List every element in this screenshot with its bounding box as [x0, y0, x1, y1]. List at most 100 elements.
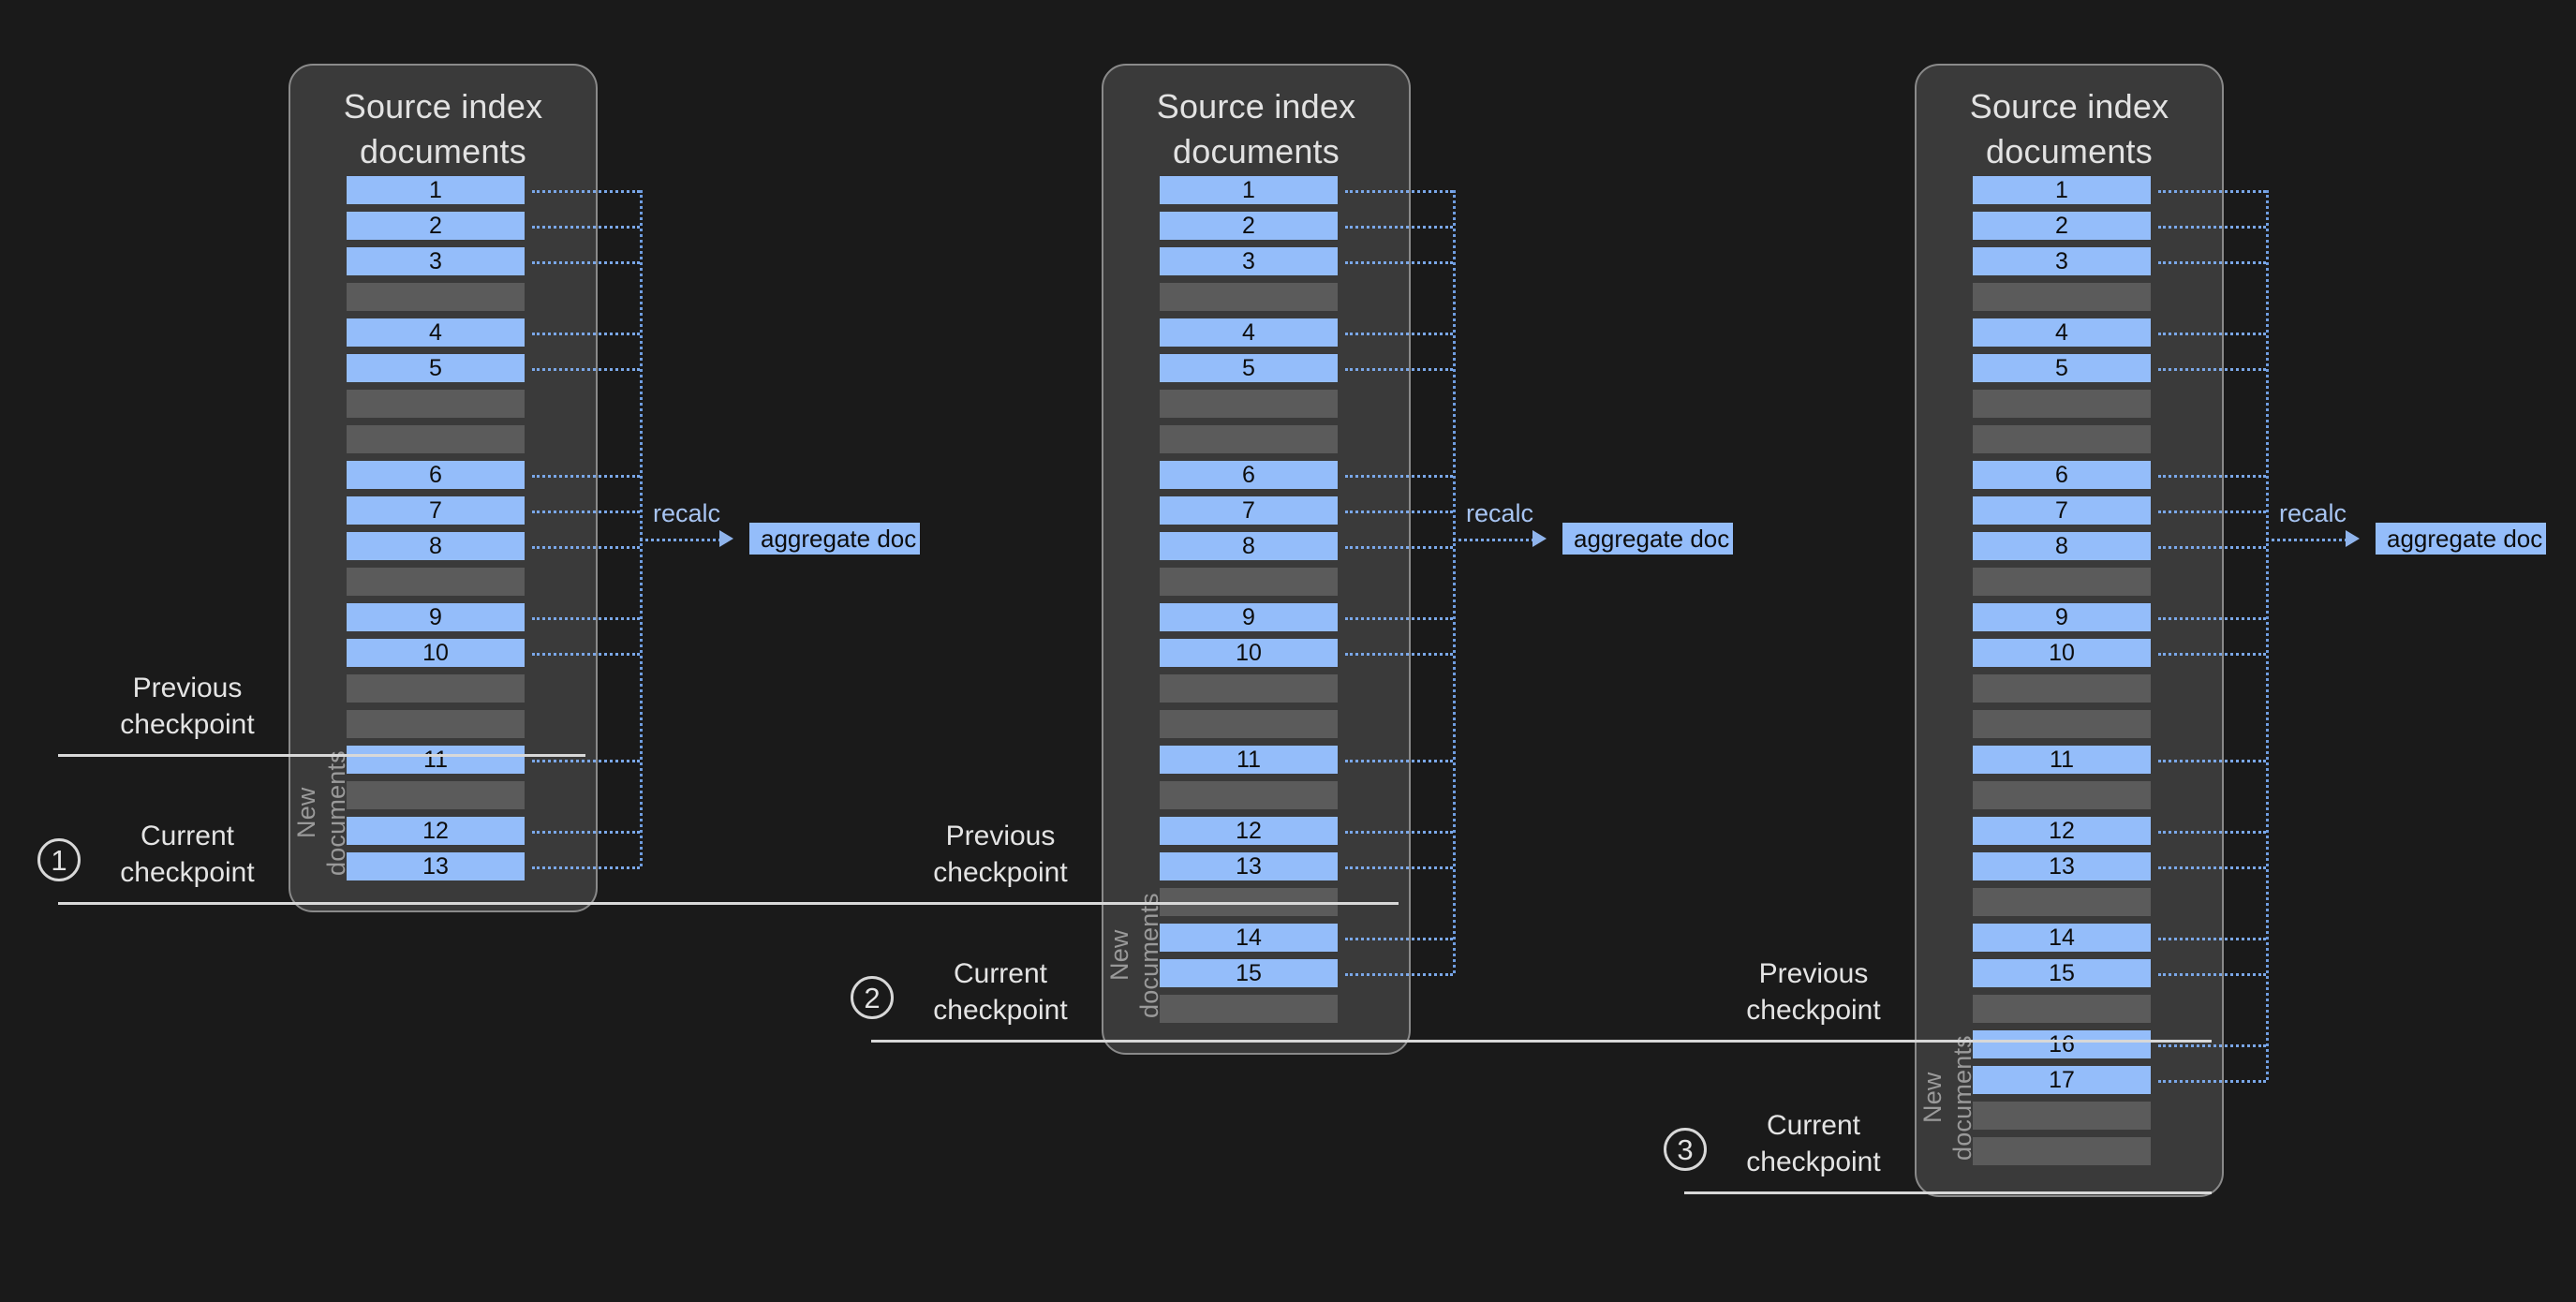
document-row: 14 [1973, 924, 2151, 952]
connector-line [1345, 973, 1453, 976]
connector-line [532, 831, 640, 834]
document-row: 15 [1973, 959, 2151, 987]
recalc-arrow-line [1453, 539, 1534, 541]
previous-checkpoint-label: Previous checkpoint [933, 821, 1068, 888]
connector-line [1345, 866, 1453, 869]
connector-line [1345, 617, 1453, 620]
connector-line [1345, 831, 1453, 834]
empty-row [1160, 781, 1338, 809]
connector-line [2158, 938, 2266, 940]
connector-line [1345, 938, 1453, 940]
connector-line [532, 546, 640, 549]
connector-line [532, 866, 640, 869]
step-number-3: 3 [1664, 1128, 1707, 1171]
empty-row [347, 425, 525, 453]
recalc-arrow-head [2346, 530, 2360, 547]
recalc-label: recalc [1466, 499, 1534, 527]
step-number-2: 2 [851, 976, 894, 1019]
document-row: 7 [1160, 496, 1338, 525]
empty-row [347, 283, 525, 311]
document-row: 17 [1973, 1066, 2151, 1094]
current-checkpoint-label: Current checkpoint [1746, 1110, 1881, 1177]
empty-row [1160, 674, 1338, 703]
document-row: 8 [1160, 532, 1338, 560]
empty-row [1160, 995, 1338, 1023]
connector-line [532, 760, 640, 762]
recalc-arrow-head [1532, 530, 1547, 547]
empty-row [347, 390, 525, 418]
connector-line [2158, 546, 2266, 549]
empty-row [347, 781, 525, 809]
document-row: 16 [1973, 1030, 2151, 1058]
connector-bus [2266, 190, 2269, 1080]
connector-line [2158, 261, 2266, 264]
connector-line [532, 617, 640, 620]
document-row: 8 [1973, 532, 2151, 560]
previous-checkpoint-label: Previous checkpoint [120, 673, 255, 740]
connector-line [2158, 1044, 2266, 1047]
document-row: 11 [347, 746, 525, 774]
connector-line [2158, 760, 2266, 762]
empty-row [1973, 995, 2151, 1023]
connector-line [1345, 653, 1453, 656]
document-row: 9 [347, 603, 525, 631]
connector-line [532, 510, 640, 513]
recalc-label: recalc [653, 499, 721, 527]
current-checkpoint-line [1684, 1191, 2212, 1194]
empty-row [1973, 1102, 2151, 1130]
document-row: 6 [1973, 461, 2151, 489]
current-checkpoint-line [58, 902, 1405, 905]
document-row: 1 [1973, 176, 2151, 204]
document-row: 9 [1160, 603, 1338, 631]
connector-line [1345, 333, 1453, 335]
connector-line [2158, 653, 2266, 656]
connector-line [2158, 510, 2266, 513]
connector-line [2158, 368, 2266, 371]
connector-line [532, 333, 640, 335]
document-row: 5 [1160, 354, 1338, 382]
connector-bus [1453, 190, 1456, 973]
connector-line [2158, 617, 2266, 620]
panel-2-title: Source index documents [1156, 87, 1356, 170]
previous-checkpoint-line [58, 754, 585, 757]
document-row: 6 [347, 461, 525, 489]
empty-row [1160, 568, 1338, 596]
connector-line [1345, 261, 1453, 264]
document-row: 13 [347, 852, 525, 880]
empty-row [1973, 390, 2151, 418]
empty-row [1973, 425, 2151, 453]
current-checkpoint-line [871, 1040, 2218, 1043]
empty-row [347, 710, 525, 738]
document-row: 4 [1160, 318, 1338, 347]
connector-line [532, 190, 640, 193]
connector-line [532, 261, 640, 264]
document-row: 12 [347, 817, 525, 845]
document-row: 13 [1973, 852, 2151, 880]
document-row: 4 [1973, 318, 2151, 347]
connector-line [1345, 226, 1453, 229]
connector-line [2158, 226, 2266, 229]
document-row: 2 [1160, 212, 1338, 240]
panel-1-title: Source index documents [343, 87, 543, 170]
document-row: 15 [1160, 959, 1338, 987]
document-row: 12 [1973, 817, 2151, 845]
current-checkpoint-label: Current checkpoint [933, 958, 1068, 1026]
document-row: 3 [1973, 247, 2151, 275]
empty-row [1973, 568, 2151, 596]
connector-line [2158, 190, 2266, 193]
document-row: 9 [1973, 603, 2151, 631]
empty-row [1973, 781, 2151, 809]
connector-line [2158, 333, 2266, 335]
document-row: 14 [1160, 924, 1338, 952]
connector-line [2158, 1080, 2266, 1083]
document-row: 8 [347, 532, 525, 560]
connector-line [2158, 973, 2266, 976]
aggregate-doc-box: aggregate doc [749, 523, 920, 555]
empty-row [1973, 674, 2151, 703]
empty-row [347, 674, 525, 703]
document-row: 1 [347, 176, 525, 204]
recalc-label: recalc [2279, 499, 2347, 527]
empty-row [1973, 888, 2151, 916]
document-row: 11 [1973, 746, 2151, 774]
empty-row [1160, 710, 1338, 738]
